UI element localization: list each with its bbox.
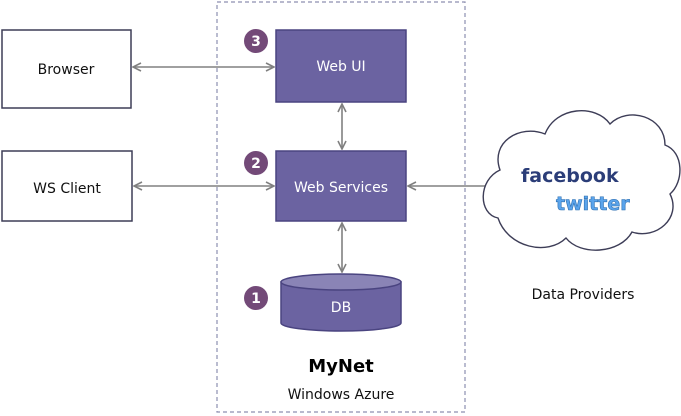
badge-two [244, 151, 268, 175]
twitter-logo: twitter [556, 193, 630, 215]
browser-label: Browser [38, 62, 95, 78]
data-providers-caption: Data Providers [532, 287, 635, 303]
db-cylinder [280, 273, 402, 332]
web-services-box [275, 150, 407, 222]
ws-client-box [1, 150, 133, 222]
badge-one-label: 1 [251, 291, 261, 307]
web-services-label: Web Services [294, 180, 388, 196]
system-name: MyNet [308, 356, 374, 377]
system-platform: Windows Azure [288, 387, 395, 403]
badge-three-label: 3 [251, 34, 261, 50]
browser-box [1, 29, 132, 109]
web-ui-box [275, 29, 407, 103]
ws-client-label: WS Client [33, 181, 101, 197]
facebook-logo: facebook [521, 165, 619, 187]
db-label: DB [331, 300, 351, 316]
badge-one [244, 286, 268, 310]
web-ui-label: Web UI [316, 59, 365, 75]
badge-three [244, 29, 268, 53]
cloud-shape [482, 110, 681, 251]
badge-two-label: 2 [251, 156, 261, 172]
